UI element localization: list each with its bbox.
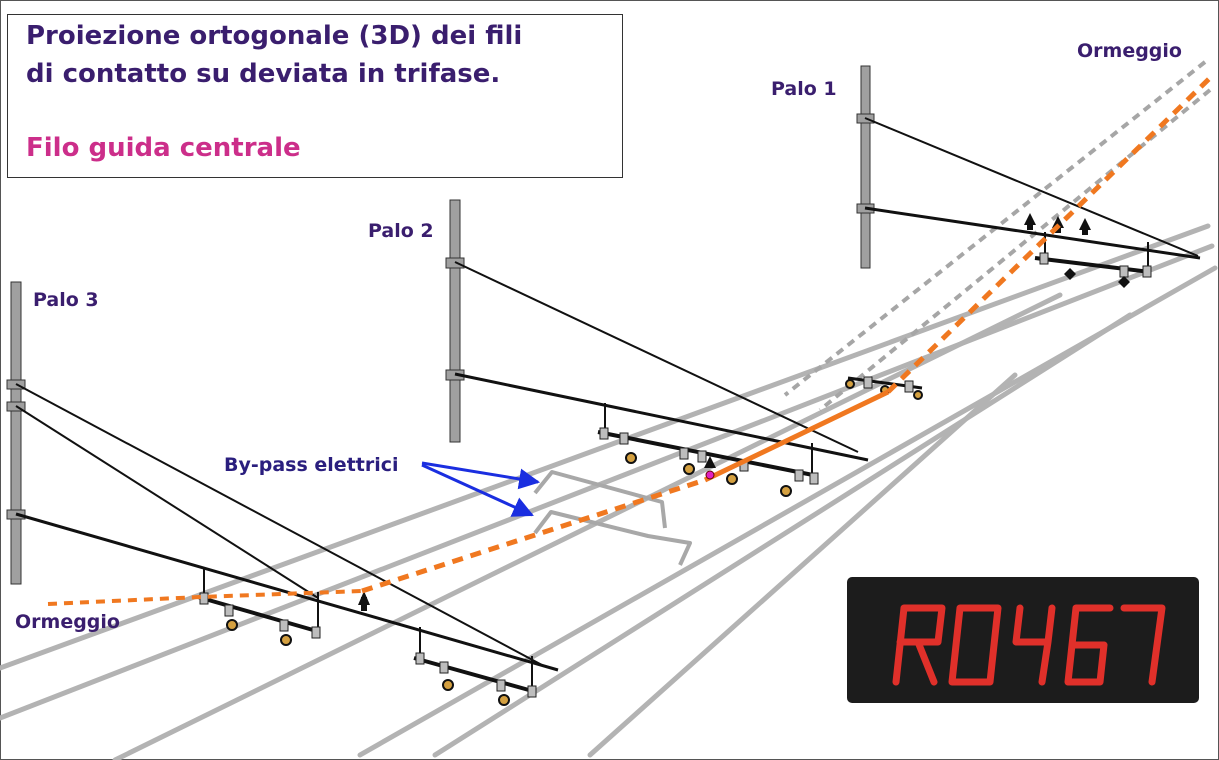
title-line-1: Proiezione ortogonale (3D) dei fili	[26, 21, 523, 51]
bypass-arrows	[421, 461, 541, 517]
title-line-2: di contatto su deviata in trifase.	[26, 59, 501, 89]
label-bypass: By-pass elettrici	[224, 454, 399, 476]
pole-1	[856, 65, 1201, 269]
title-box: Proiezione ortogonale (3D) dei fili di c…	[7, 14, 623, 178]
insulators	[226, 379, 923, 706]
junction-point	[705, 470, 715, 480]
pole-2	[445, 199, 869, 462]
droppers	[358, 213, 1091, 611]
bypass-conductors	[533, 470, 692, 566]
subtitle: Filo guida centrale	[26, 133, 301, 163]
pole-3	[6, 281, 559, 672]
seven-segment-display	[892, 604, 1166, 686]
diamond-fittings	[1064, 268, 1130, 288]
label-palo-1: Palo 1	[771, 78, 837, 100]
registration-arms	[197, 232, 1151, 694]
clamps	[199, 252, 1152, 698]
railway-tracks	[0, 223, 1218, 760]
label-ormeggio-left: Ormeggio	[15, 611, 120, 633]
label-palo-2: Palo 2	[368, 220, 434, 242]
label-ormeggio-top: Ormeggio	[1077, 40, 1182, 62]
central-guide-wire	[47, 74, 1214, 606]
label-palo-3: Palo 3	[33, 289, 99, 311]
